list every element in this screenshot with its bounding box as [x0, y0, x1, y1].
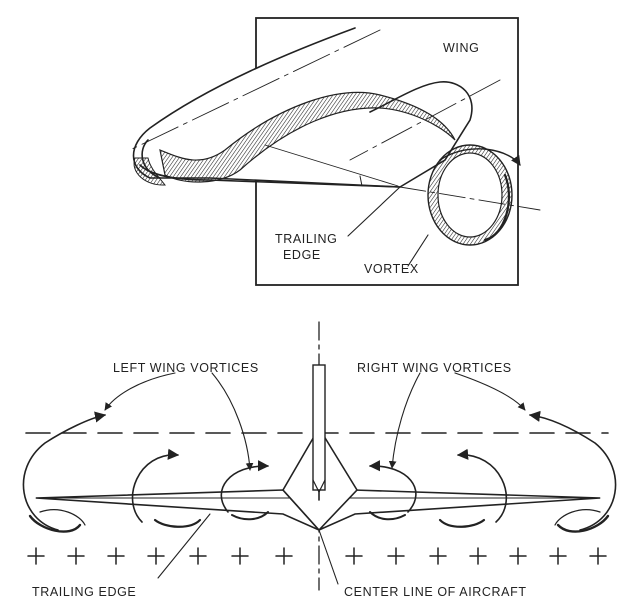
right-wing-vortices: [368, 410, 617, 533]
vortex-leader: [407, 234, 429, 267]
center-line-label: CENTER LINE OF AIRCRAFT: [344, 585, 527, 599]
wing-left-tip-shading: [133, 157, 166, 186]
vortex-label: VORTEX: [364, 262, 419, 276]
left-wing-vortices: [22, 411, 270, 533]
left-wing-vortices-label: LEFT WING VORTICES: [113, 361, 259, 375]
upper-wing-view: [129, 17, 541, 286]
trailing-edge-label-line2: EDGE: [283, 248, 321, 262]
trailing-edge-label-line1: TRAILING: [275, 232, 338, 246]
pressure-plus-signs: [27, 547, 607, 565]
lower-aircraft-view: [22, 321, 617, 591]
trailing-edge-lower-label: TRAILING EDGE: [32, 585, 137, 599]
right-wing-vortices-label: RIGHT WING VORTICES: [357, 361, 512, 375]
trailing-edge-leader: [347, 186, 401, 237]
wing-tip-curl: [159, 91, 456, 183]
wing-label: WING: [443, 41, 480, 55]
